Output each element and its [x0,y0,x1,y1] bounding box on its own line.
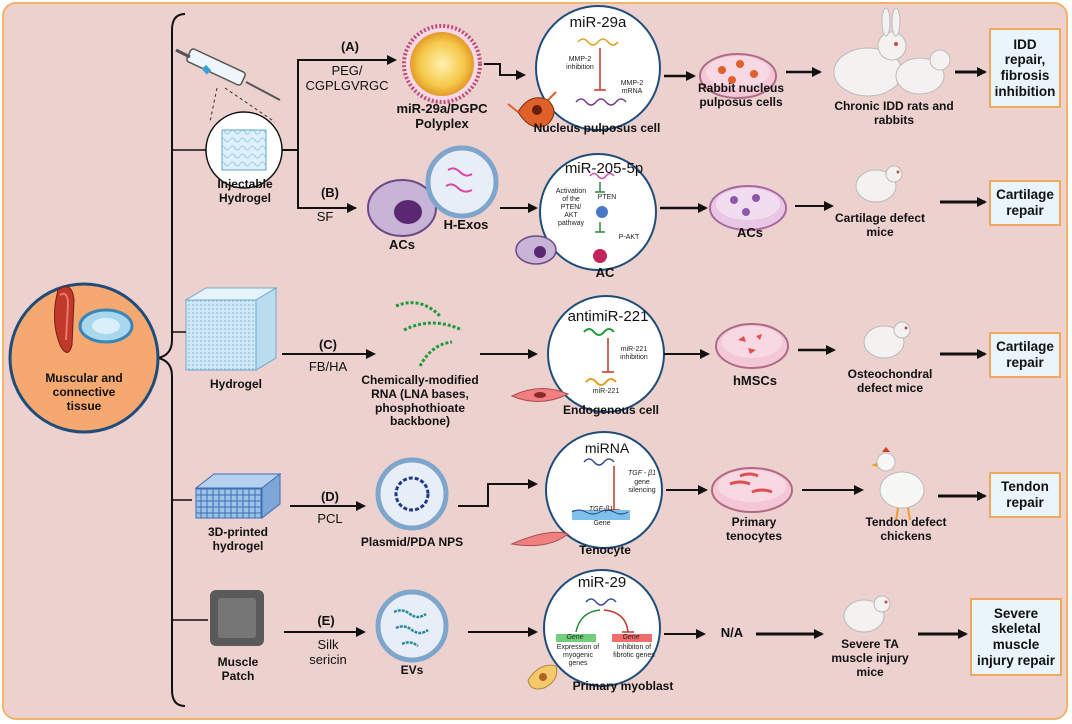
circle-C [547,295,665,413]
row-e-gene-left: Gene [566,634,584,641]
row-d-gene: Gene [593,520,611,527]
rat-icon-A [895,49,951,95]
row-b-method: SF [316,209,334,224]
row-e-letter: (E) [317,613,335,628]
row-b-letter: (B) [320,185,340,200]
rabbit-icon [833,7,907,97]
mouse-icon-B [855,165,903,203]
circle-D [545,431,663,549]
row-a-letter: (A) [340,39,360,54]
petri-dish-A [699,53,777,99]
endogenous-cell-icon [510,388,570,402]
modified-rna-icon [395,301,463,367]
nucleus-pulposus-cell-icon [507,91,557,128]
row-d-method: PCL [317,511,343,526]
row-e-mirna: miR-29 [577,574,627,591]
row-b-carrier: H-Exos [443,217,489,232]
row-a-cell: Nucleus pulposus cell [533,121,661,135]
row-e-gene-right: Gene [622,634,640,641]
row-c-scaffold: Hydrogel [209,377,262,391]
row-a-mirna: miR-29a [569,14,627,31]
row-c-mirna: antimiR-221 [567,308,649,325]
3d-printed-hydrogel-icon [194,472,282,520]
row-b-cell: AC [595,265,615,280]
row-e-carrier: EVs [400,663,424,677]
petri-dish-C [715,323,789,369]
row-c-letter: (C) [318,337,338,352]
circle-E [543,569,661,687]
row-d-mech: TGF - β1 [628,470,656,477]
row-d-letter: (D) [320,489,340,504]
mouse-icon-E [843,595,891,633]
mouse-icon-C [863,321,911,359]
petri-dish-B [709,185,787,231]
polyplex-icon [402,24,482,104]
muscle-patch-icon [210,590,264,646]
evs-icon [375,589,449,663]
hydrogel-block-icon [184,287,278,371]
myoblast-icon [527,664,558,690]
articular-chondrocyte-icon [367,179,437,237]
row-b-pakt: P-AKT [618,234,640,241]
row-d-gene-tag: TGF-β1 [588,506,614,513]
row-e-cell: Primary myoblast [572,679,674,693]
row-e-culture: N/A [720,625,744,640]
brace [157,13,186,707]
circle-B [539,153,657,271]
row-c-mech-bottom: miR-221 [592,388,620,395]
row-c-culture: hMSCs [732,373,778,388]
tenocyte-icon [510,531,570,547]
ac-cell-icon-small [515,235,557,265]
center-tissue-circle [8,282,160,434]
syringe-icon [175,48,281,101]
petri-dish-D [711,467,793,513]
row-c-method: FB/HA [308,359,348,374]
plasmid-nps-icon [375,457,449,531]
chicken-icon [871,447,925,521]
exosome-icon [425,145,499,219]
row-b-mirna: miR-205-5p [564,160,644,177]
row-b-culture: ACs [736,225,763,240]
row-b-pten: PTEN [597,194,617,201]
row-c-cell: Endogenous cell [562,403,659,417]
circle-A [535,5,661,131]
row-d-carrier: Plasmid/PDA NPS [360,535,464,549]
row-b-cells: ACs [388,237,415,252]
row-d-mirna: miRNA [584,440,630,456]
row-d-cell: Tenocyte [579,543,631,557]
row-a-method: PEG/CGPLGVRGC [305,63,389,93]
